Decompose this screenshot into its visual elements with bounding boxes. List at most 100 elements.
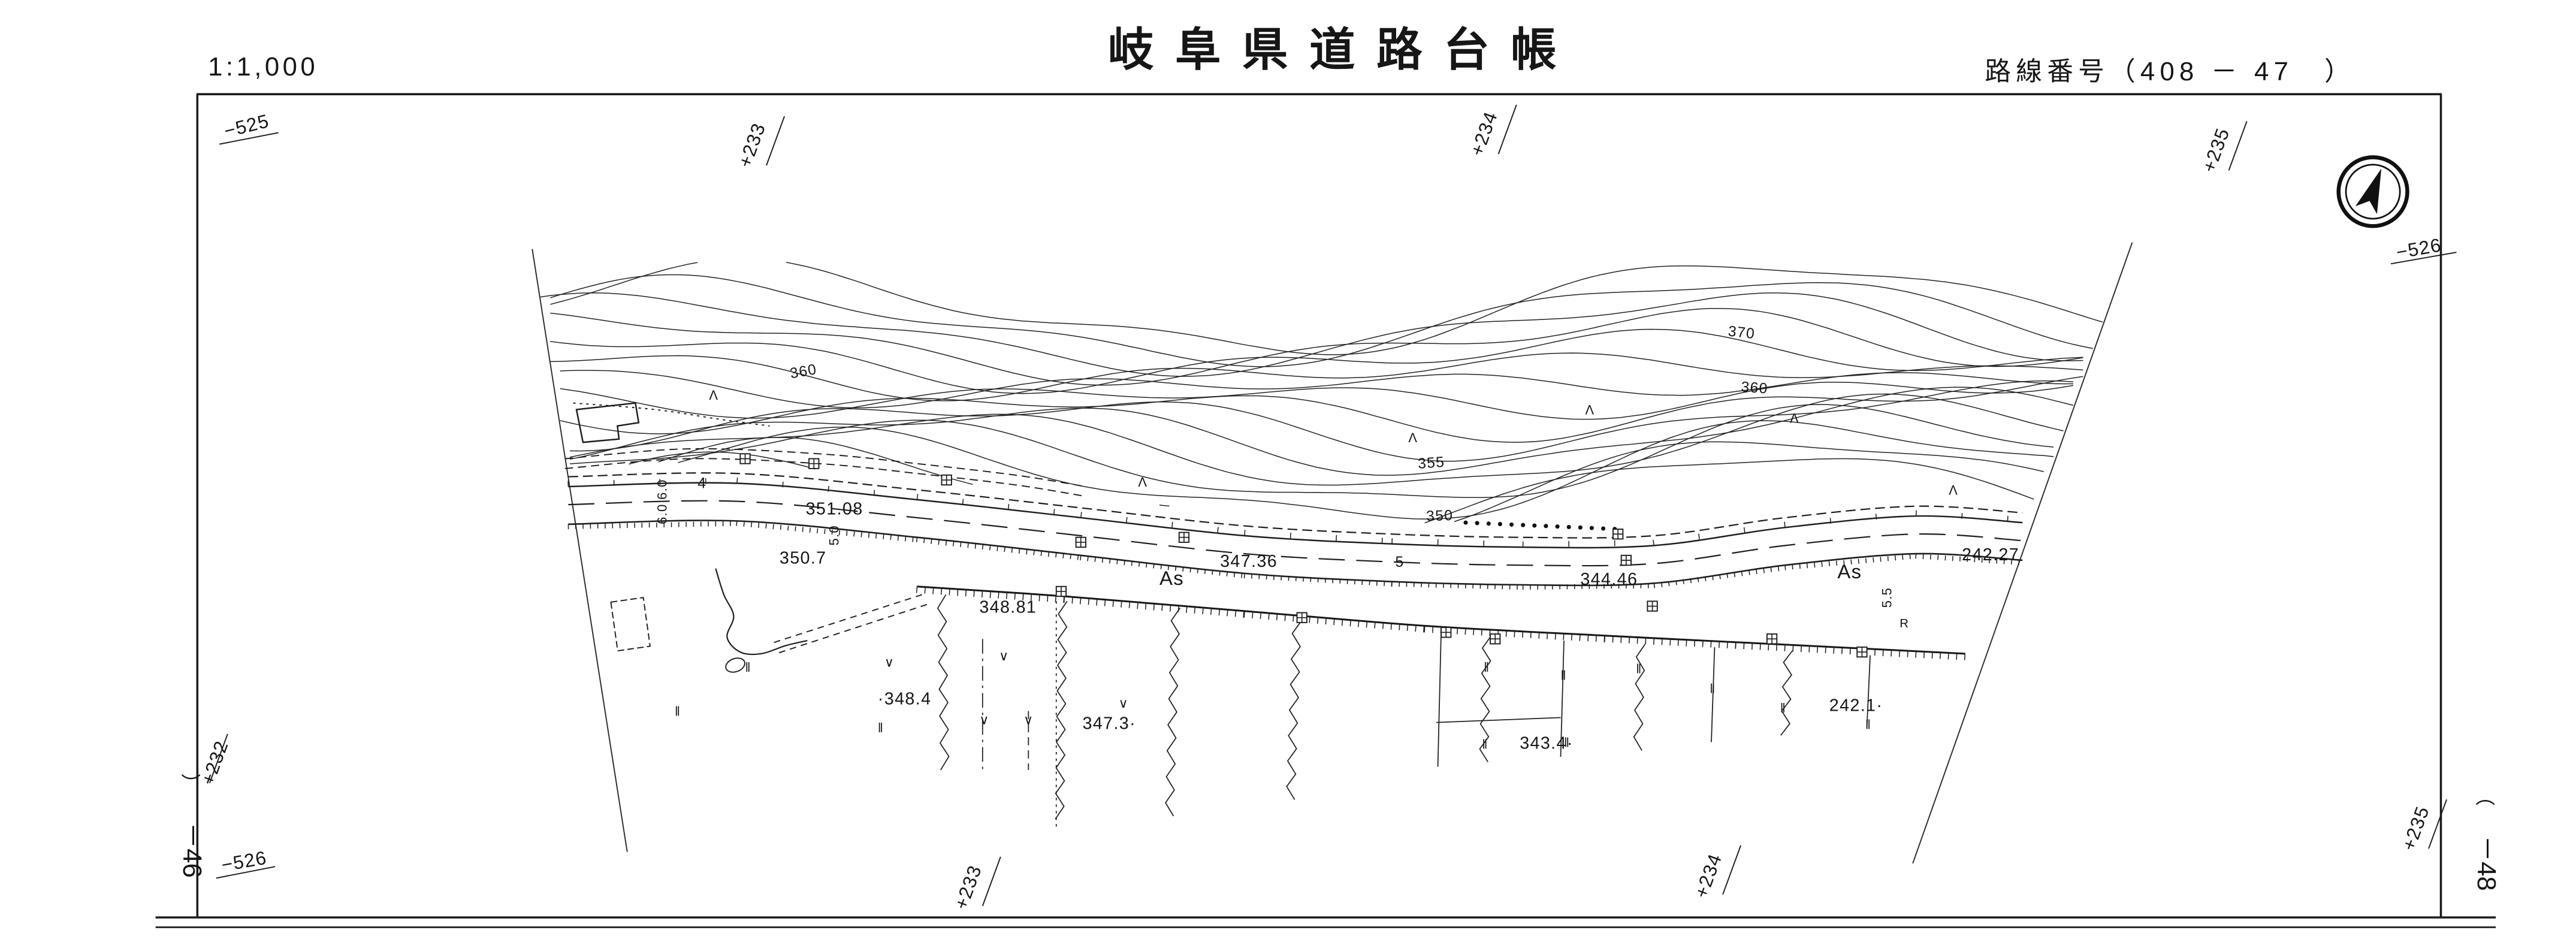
hatch-tick [1923, 651, 1925, 659]
hatch-tick [1276, 614, 1278, 621]
survey-marker-icon [739, 453, 751, 464]
page-title: 岐阜県道路台帳 [1108, 25, 1578, 76]
hatch-tick [1260, 612, 1262, 619]
hatch-tick [1197, 568, 1199, 573]
grid-labels-layer: −525+233+234+235−526+232−526+233+234+235 [197, 108, 2443, 912]
stream-line [715, 568, 808, 656]
field-mark: Λ [709, 388, 718, 403]
hatch-tick [1784, 644, 1786, 651]
hatch-tick [1763, 568, 1765, 573]
hatch-tick [938, 539, 940, 545]
hatch-tick [1053, 509, 1055, 515]
hatch-tick [838, 530, 840, 536]
hatch-tick [1726, 573, 1729, 578]
bead-dot [1509, 522, 1514, 527]
parcel-boundary [1437, 632, 1442, 767]
hatch-tick [1784, 565, 1786, 570]
bead-dot [1566, 524, 1571, 530]
contour-lines-layer [540, 261, 2103, 524]
grid-tick [219, 132, 279, 145]
contour-line [560, 370, 2073, 409]
hatch-tick [1146, 562, 1147, 568]
field-mark: ‖ [1482, 736, 1488, 751]
field-mark: Λ [1949, 483, 1958, 498]
hatch-tick [883, 534, 884, 539]
hatch-tick [1038, 594, 1040, 602]
grid-tick [2428, 799, 2447, 849]
field-mark: ‖ [1561, 668, 1567, 683]
hatch-tick [1702, 640, 1704, 647]
hatch-tick [1131, 561, 1133, 566]
field-mark: Λ [1408, 430, 1418, 445]
hatch-tick [1940, 652, 1941, 659]
bead-dot [1589, 526, 1594, 530]
hatch-tick [1030, 594, 1032, 601]
field-mark: ‖ [878, 720, 884, 735]
hatch-tick [1104, 599, 1106, 606]
hatch-tick [1850, 559, 1852, 564]
hatch-tick [1124, 560, 1125, 566]
elevation-label: ·348.4 [878, 690, 932, 709]
hatch-tick [1457, 627, 1458, 635]
elevation-label: R [1899, 617, 1909, 630]
hatch-tick [1587, 635, 1589, 642]
hatch-tick [1361, 579, 1363, 585]
grid-coordinate-label: +232 [197, 738, 232, 788]
hatch-tick [1080, 512, 1082, 518]
hatch-tick [965, 590, 967, 597]
bead-dot [1601, 526, 1606, 531]
hatch-tick [1636, 637, 1638, 644]
field-mark: ∨ [1119, 696, 1129, 711]
hatch-tick [945, 541, 947, 546]
contour-line [570, 404, 2054, 499]
hatch-tick [828, 485, 829, 492]
hatch-tick [1858, 558, 1859, 564]
hatch-tick [1768, 644, 1769, 651]
upper-path-dashed-2 [564, 458, 1086, 497]
hatch-tick [1204, 569, 1206, 574]
hatch-tick [1814, 562, 1816, 568]
parcel-boundary [1436, 717, 1561, 723]
grid-tick-lines [209, 104, 2457, 907]
field-mark: ‖ [1564, 735, 1570, 750]
hatch-tick [1800, 645, 1802, 653]
hatch-tick [1382, 622, 1384, 629]
survey-marker-icon [808, 458, 820, 469]
elevation-label: As [1837, 560, 1862, 582]
hatch-tick [1171, 521, 1173, 528]
elevation-label: 5.5 [1880, 587, 1895, 608]
contour-line [560, 382, 2074, 420]
hatch-tick [750, 522, 753, 527]
hatch-tick [1384, 581, 1385, 586]
grid-coordinate-label: +233 [734, 120, 769, 170]
hatch-tick [1341, 619, 1343, 626]
grid-coordinate-label: +233 [950, 862, 986, 913]
hatch-tick [1349, 620, 1351, 627]
bead-dot [1578, 525, 1583, 530]
map-details-layer [573, 402, 1871, 828]
hatch-tick [1055, 596, 1056, 603]
hatch-tick [875, 533, 877, 539]
hatch-tick [1799, 563, 1801, 569]
hatch-tick [998, 591, 999, 599]
hatch-tick [1011, 548, 1013, 553]
hatch-tick [1829, 518, 1831, 524]
elevation-label: 343.4· [1520, 733, 1574, 753]
grid-coordinate-label: −526 [2394, 234, 2443, 263]
hatch-tick [1817, 646, 1819, 653]
hatch-tick [949, 588, 950, 596]
contour-elevation-label: 370 [1728, 324, 1756, 343]
lane-dashed-2 [776, 603, 928, 654]
hatch-tick [974, 544, 977, 549]
left-page-number: －46 [177, 822, 207, 877]
grid-tick [982, 856, 1001, 907]
hatch-tick [940, 588, 943, 595]
hatch-tick [1841, 647, 1843, 654]
contour-line [570, 380, 2074, 462]
field-mark: ‖ [745, 660, 751, 675]
survey-marker-icon [1055, 585, 1067, 597]
north-arrow-icon [2336, 155, 2409, 228]
hatch-tick [996, 546, 998, 551]
contour-elevation-label: 360 [1741, 379, 1769, 397]
